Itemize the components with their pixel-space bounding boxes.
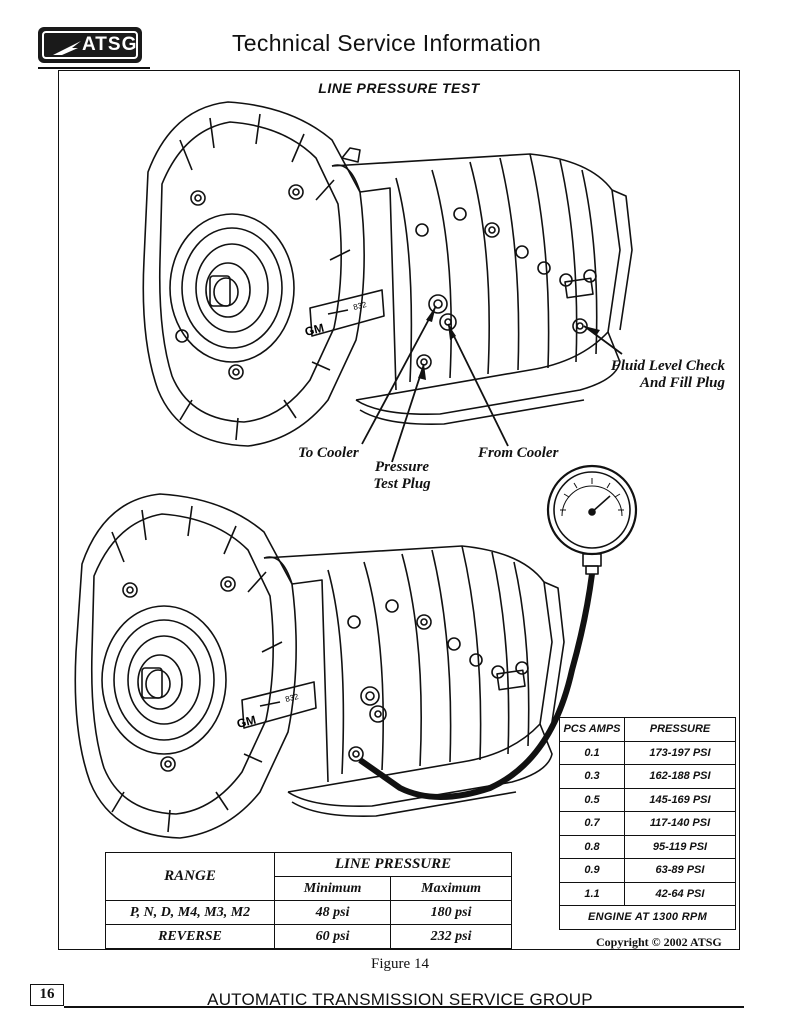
logo-border: ATSG	[42, 31, 138, 59]
line-pressure-table: RANGE LINE PRESSURE Minimum Maximum P, N…	[105, 852, 512, 949]
wing-icon	[53, 41, 81, 55]
copyright: Copyright © 2002 ATSG	[596, 935, 722, 949]
section-title: LINE PRESSURE TEST	[318, 80, 480, 96]
label-plate-gm-lower: GM	[235, 713, 257, 731]
table-row: REVERSE 60 psi 232 psi	[105, 924, 512, 949]
header-rule	[38, 67, 150, 69]
figure-caption: Figure 14	[371, 956, 429, 972]
pcs-pressure-cell: 63-89 PSI	[624, 858, 736, 883]
range-header-row: RANGE LINE PRESSURE	[105, 852, 512, 901]
callout-leaders	[361, 305, 623, 463]
engine-rpm-note: ENGINE AT 1300 RPM	[559, 905, 736, 930]
range-header: RANGE	[105, 852, 275, 901]
page-title: Technical Service Information	[232, 30, 542, 56]
pcs-amps-cell: 0.5	[559, 787, 625, 812]
range-subheader-row: Minimum Maximum	[106, 876, 512, 901]
line-pressure-header: LINE PRESSURE	[274, 852, 512, 877]
pressure-gauge	[546, 464, 638, 575]
table-row: P, N, D, M4, M3, M2 48 psi 180 psi	[105, 900, 512, 925]
callout-fluid-level-line1: Fluid Level Check	[610, 358, 725, 374]
pcs-amps-cell: 0.7	[559, 811, 625, 836]
pcs-amps-cell: 0.8	[559, 834, 625, 859]
min-cell: 48 psi	[273, 900, 392, 925]
pcs-amps-cell: 0.9	[559, 858, 625, 883]
callout-fluid-level-line2: And Fill Plug	[639, 375, 725, 391]
min-cell: 60 psi	[273, 924, 392, 949]
pcs-pressure-cell: 117-140 PSI	[624, 811, 736, 836]
gauge-hose	[358, 573, 595, 800]
page-number: 16	[30, 984, 64, 1006]
pcs-pressure-cell: 42-64 PSI	[624, 881, 736, 906]
pcs-pressure-cell: 145-169 PSI	[624, 787, 736, 812]
figure-frame	[58, 70, 740, 950]
pcs-amps-cell: 1.1	[559, 881, 625, 906]
atsg-logo: ATSG	[38, 27, 142, 63]
logo-text: ATSG	[82, 34, 138, 55]
pcs-pressure-cell: 162-188 PSI	[624, 764, 736, 789]
footer-rule	[64, 1006, 744, 1008]
maximum-header: Maximum	[390, 876, 512, 901]
callout-pressure-line1: Pressure	[374, 459, 430, 475]
footer-org: AUTOMATIC TRANSMISSION SERVICE GROUP	[207, 990, 593, 1009]
top-transmission	[142, 101, 633, 447]
label-plate-number: 832	[352, 300, 368, 312]
pcs-pressure-cell: 173-197 PSI	[624, 740, 736, 765]
callout-from-cooler: From Cooler	[478, 445, 559, 461]
bottom-transmission	[74, 493, 565, 839]
minimum-header: Minimum	[273, 876, 392, 901]
pcs-header-row: PCS AMPS PRESSURE	[559, 717, 736, 742]
pcs-amps-header: PCS AMPS	[559, 717, 625, 742]
range-cell: REVERSE	[105, 924, 275, 949]
max-cell: 232 psi	[390, 924, 512, 949]
pcs-pressure-header: PRESSURE	[624, 717, 736, 742]
callout-to-cooler: To Cooler	[298, 445, 359, 461]
pcs-amps-cell: 0.3	[559, 764, 625, 789]
callout-pressure-line2: Test Plug	[373, 476, 431, 492]
pcs-footer-row: ENGINE AT 1300 RPM	[559, 905, 736, 930]
label-plate-number-lower: 832	[284, 692, 300, 704]
callout-pressure-test-plug: Pressure Test Plug	[372, 459, 432, 493]
pcs-pressure-cell: 95-119 PSI	[624, 834, 736, 859]
label-plate-gm: GM	[303, 321, 325, 339]
transmission-illustration: GM 832 GM 832	[74, 101, 638, 839]
max-cell: 180 psi	[390, 900, 512, 925]
callout-fluid-level: Fluid Level Check And Fill Plug	[603, 358, 725, 392]
range-cell: P, N, D, M4, M3, M2	[105, 900, 275, 925]
pcs-amps-cell: 0.1	[559, 740, 625, 765]
